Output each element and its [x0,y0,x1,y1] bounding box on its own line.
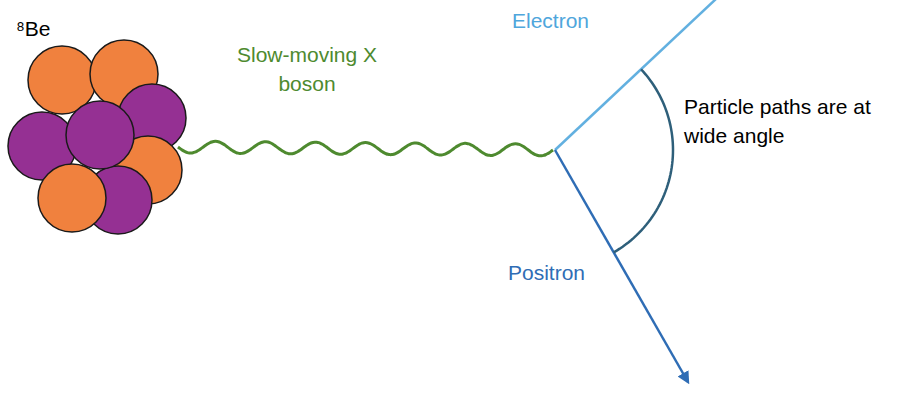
nucleus-label: ⁸Be [16,14,51,43]
proton [38,164,106,232]
x-boson-wave [178,141,553,155]
beryllium-nucleus [8,40,186,234]
angle-note: Particle paths are at wide angle [684,92,896,150]
positron-label: Positron [508,258,585,287]
neutron [66,101,134,169]
boson-label: Slow-moving X boson [232,40,382,98]
angle-arc [614,69,673,252]
electron-label: Electron [512,6,589,35]
